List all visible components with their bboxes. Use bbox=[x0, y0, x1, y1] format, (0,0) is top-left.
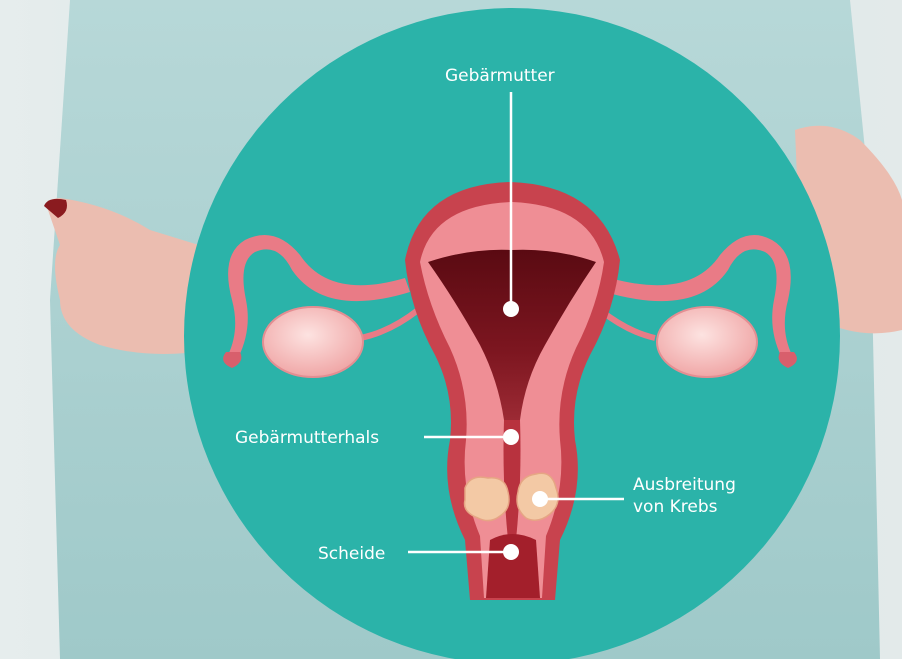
left-ovary bbox=[263, 307, 363, 377]
label-uterus: Gebärmutter bbox=[445, 65, 555, 87]
label-cervix: Gebärmutterhals bbox=[235, 427, 379, 449]
label-cancer-spread: Ausbreitung von Krebs bbox=[633, 474, 773, 518]
label-vagina: Scheide bbox=[318, 543, 385, 565]
vaginal-canal bbox=[486, 534, 540, 598]
tumor-left bbox=[465, 477, 509, 520]
label-cancer-line1: Ausbreitung bbox=[633, 474, 773, 496]
right-ovary bbox=[657, 307, 757, 377]
label-cancer-line2: von Krebs bbox=[633, 496, 773, 518]
